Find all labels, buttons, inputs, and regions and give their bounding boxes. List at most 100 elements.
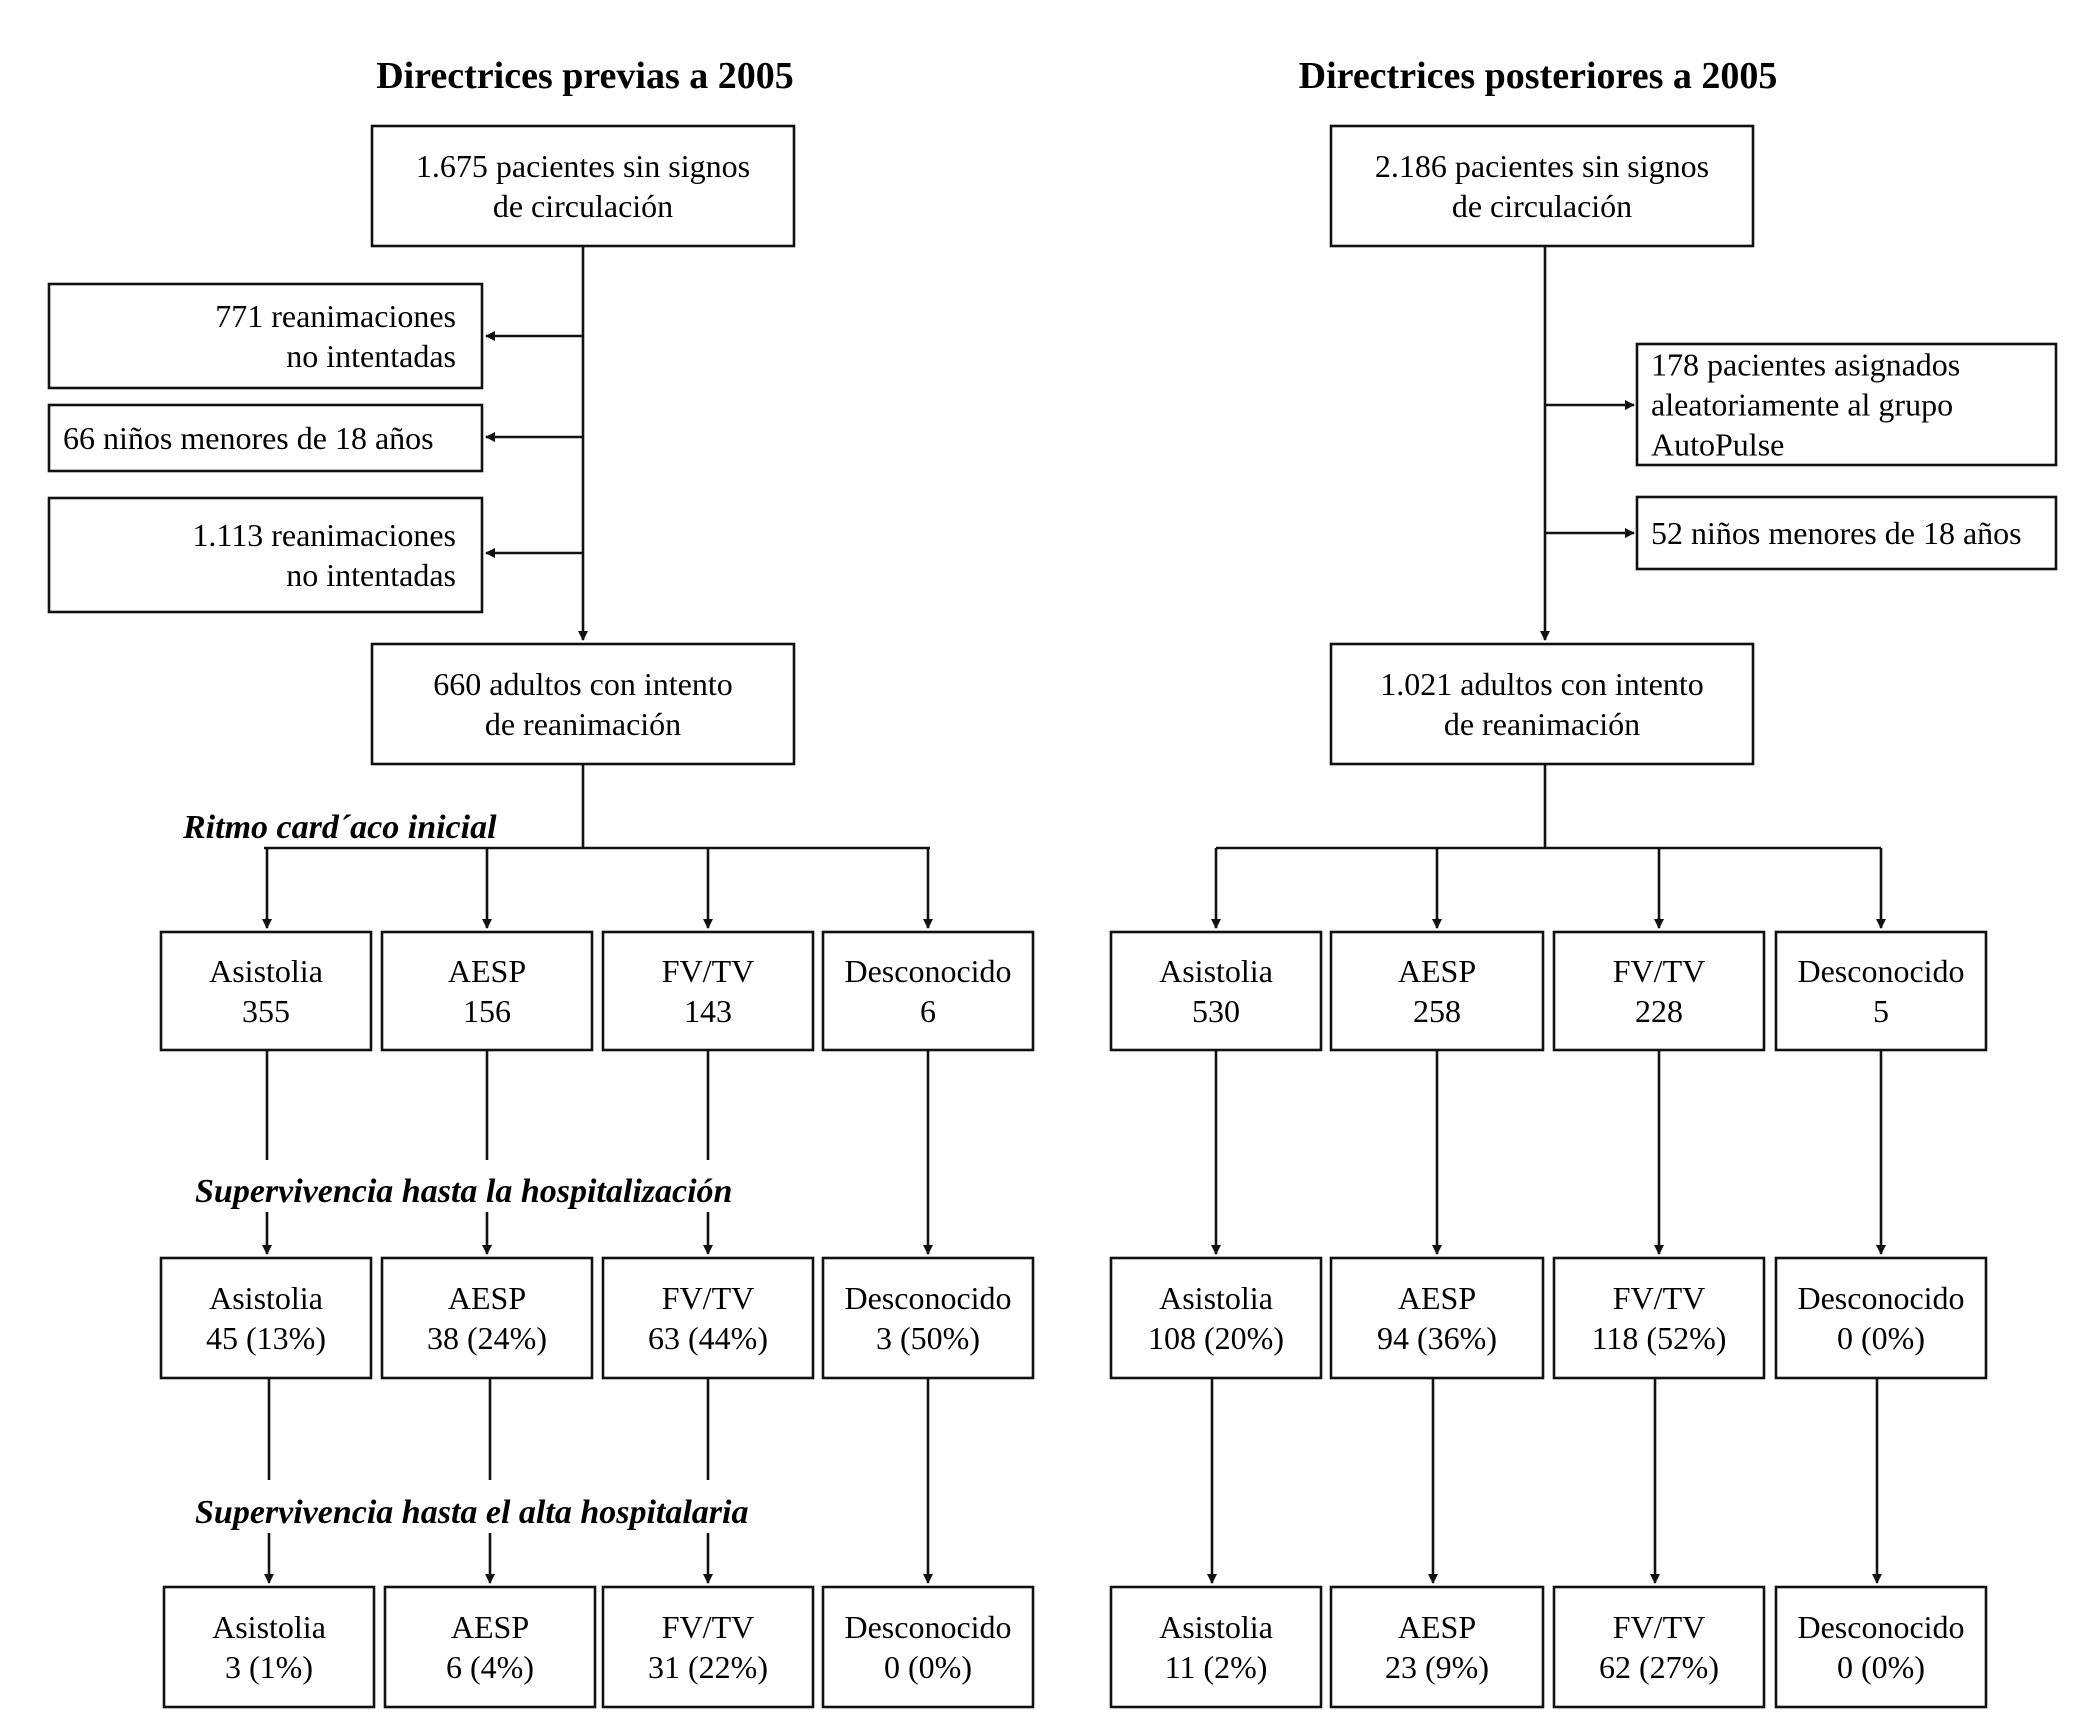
right-admission-box-text-line: 118 (52%) <box>1592 1320 1727 1356</box>
right-exclusion-box-frame <box>1635 342 2058 467</box>
left-admission-box-text-line: 38 (24%) <box>427 1320 547 1356</box>
right-admission-box: Asistolia 108 (20%) <box>1109 1256 1323 1380</box>
right-discharge-box-text-line: Desconocido <box>1797 1609 1964 1645</box>
right-admission-box-text-line: 0 (0%) <box>1837 1320 1925 1356</box>
left-discharge-box-text-line: Asistolia <box>212 1609 326 1645</box>
right-discharge-box-frame <box>1109 1585 1323 1709</box>
right-rhythm-box-text-line: 228 <box>1635 993 1683 1029</box>
right-attempted-box-frame <box>1329 642 1755 766</box>
right-title: Directrices posteriores a 2005 <box>1299 55 1778 97</box>
left-admission-box-frame <box>380 1256 594 1380</box>
right-exclusion-box: 52 niños menores de 18 años <box>1635 495 2058 571</box>
left-exclusion-box-frame <box>47 496 484 614</box>
right-rhythm-box-frame <box>1552 930 1766 1052</box>
left-admission-box-frame <box>821 1256 1035 1380</box>
right-rhythm-box-frame <box>1329 930 1545 1052</box>
right-exclusion-box-text-line: AutoPulse <box>1651 427 1784 463</box>
left-discharge-box: Desconocido 0 (0%) <box>821 1585 1035 1709</box>
left-discharge-box-text-line: 3 (1%) <box>225 1649 313 1685</box>
right-admission-box-text-line: Desconocido <box>1797 1280 1964 1316</box>
stage-label-discharge: Supervivencia hasta el alta hospitalaria <box>195 1494 748 1531</box>
right-rhythm-box-text-line: FV/TV <box>1613 953 1705 989</box>
right-admission-box-text-line: AESP <box>1398 1280 1476 1316</box>
right-discharge-box: Desconocido 0 (0%) <box>1774 1585 1988 1709</box>
connector-lines <box>262 246 1886 1584</box>
right-rhythm-box-text-line: AESP <box>1398 953 1476 989</box>
right-discharge-box-frame <box>1552 1585 1766 1709</box>
right-admission-box-frame <box>1109 1256 1323 1380</box>
right-rhythm-box: Asistolia 530 <box>1109 930 1323 1052</box>
left-discharge-box-frame <box>821 1585 1035 1709</box>
left-discharge-box-text-line: 31 (22%) <box>648 1649 768 1685</box>
right-rhythm-box: FV/TV 228 <box>1552 930 1766 1052</box>
stage-label-initial-rhythm: Ritmo card´aco inicial <box>182 809 497 846</box>
right-exclusion-box-frame <box>1635 495 2058 571</box>
right-discharge-box-text-line: AESP <box>1398 1609 1476 1645</box>
right-rhythm-box-frame <box>1109 930 1323 1052</box>
right-discharge-box-frame <box>1774 1585 1988 1709</box>
left-discharge-box-text-line: Desconocido <box>844 1609 1011 1645</box>
left-discharge-box-text-line: 0 (0%) <box>884 1649 972 1685</box>
left-rhythm-box-text-line: Desconocido <box>844 953 1011 989</box>
left-exclusion-box-frame <box>47 403 484 473</box>
left-rhythm-box-text-line: FV/TV <box>662 953 754 989</box>
left-discharge-box-frame <box>601 1585 815 1709</box>
left-discharge-box-text-line: AESP <box>451 1609 529 1645</box>
right-admission-box-text-line: Asistolia <box>1159 1280 1273 1316</box>
right-exclusion-box: 178 pacientes asignados aleatoriamente al… <box>1635 342 2058 467</box>
left-discharge-box-text-line: FV/TV <box>662 1609 754 1645</box>
left-exclusion-box-text-line: no intentadas <box>286 557 456 593</box>
right-admission-box-frame <box>1774 1256 1988 1380</box>
right-admission-box-text-line: 108 (20%) <box>1148 1320 1284 1356</box>
right-discharge-box-text-line: Asistolia <box>1159 1609 1273 1645</box>
left-title: Directrices previas a 2005 <box>376 55 794 97</box>
left-admission-box-text-line: 63 (44%) <box>648 1320 768 1356</box>
right-exclusion-box-text-line: 52 niños menores de 18 años <box>1651 515 2022 551</box>
left-rhythm-box-frame <box>601 930 815 1052</box>
right-discharge-box: AESP 23 (9%) <box>1329 1585 1545 1709</box>
left-admission-box-text-line: 3 (50%) <box>876 1320 980 1356</box>
left-rhythm-box-frame <box>821 930 1035 1052</box>
left-exclusion-box-text-line: 771 reanimaciones <box>215 298 456 334</box>
right-discharge-box: Asistolia 11 (2%) <box>1109 1585 1323 1709</box>
left-admission-box-frame <box>601 1256 815 1380</box>
left-discharge-box-frame <box>383 1585 597 1709</box>
right-rhythm-box-text-line: 5 <box>1873 993 1889 1029</box>
right-discharge-box-text-line: 11 (2%) <box>1165 1649 1268 1685</box>
left-admission-box: FV/TV 63 (44%) <box>601 1256 815 1380</box>
left-admission-box-frame <box>159 1256 373 1380</box>
left-admission-box-text-line: FV/TV <box>662 1280 754 1316</box>
right-rhythm-box-text-line: Asistolia <box>1159 953 1273 989</box>
right-exclusion-box-text-line: aleatoriamente al grupo <box>1651 387 1953 423</box>
right-rhythm-box-text-line: 530 <box>1192 993 1240 1029</box>
right-discharge-box-frame <box>1329 1585 1545 1709</box>
right-root-box: 2.186 pacientes sin signos de circulación <box>1329 124 1755 248</box>
right-exclusion-box-text-line: 178 pacientes asignados <box>1651 347 1960 383</box>
left-admission-box-text-line: 45 (13%) <box>206 1320 326 1356</box>
left-admission-box: Asistolia 45 (13%) <box>159 1256 373 1380</box>
right-discharge-box-text-line: 62 (27%) <box>1599 1649 1719 1685</box>
left-rhythm-box-frame <box>159 930 373 1052</box>
right-discharge-box-text-line: 23 (9%) <box>1385 1649 1489 1685</box>
right-discharge-box-text-line: 0 (0%) <box>1837 1649 1925 1685</box>
left-rhythm-box-text-line: Asistolia <box>209 953 323 989</box>
right-rhythm-box-frame <box>1774 930 1988 1052</box>
left-discharge-box-text-line: 6 (4%) <box>446 1649 534 1685</box>
flowchart-boxes: 1.675 pacientes sin signos de circulación… <box>47 124 2058 1709</box>
right-root-box-text-line: 2.186 pacientes sin signos <box>1375 148 1709 184</box>
left-root-box-text-line: 1.675 pacientes sin signos <box>416 148 750 184</box>
right-rhythm-box-text-line: Desconocido <box>1797 953 1964 989</box>
left-discharge-box: Asistolia 3 (1%) <box>162 1585 376 1709</box>
left-admission-box-text-line: Asistolia <box>209 1280 323 1316</box>
left-rhythm-box-text-line: 6 <box>920 993 936 1029</box>
right-root-box-text-line: de circulación <box>1452 188 1632 224</box>
